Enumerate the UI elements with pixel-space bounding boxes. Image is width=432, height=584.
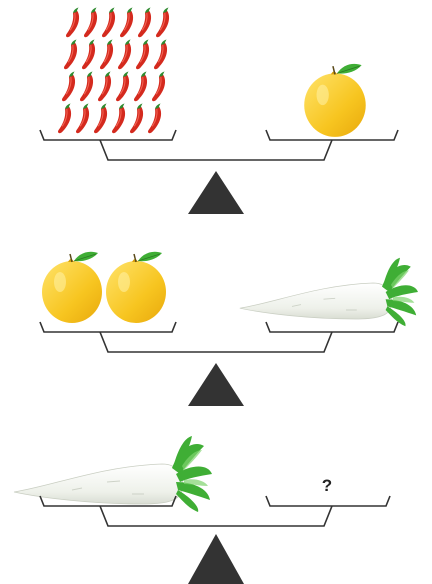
unknown-weight-question-mark: ? (321, 476, 333, 495)
balance-scale-1 (0, 0, 432, 214)
fulcrum (188, 534, 244, 584)
lemon (105, 250, 167, 324)
fulcrum (188, 171, 244, 214)
scale-frame (39, 129, 399, 161)
daikon-radish (239, 257, 419, 327)
scale-frame (39, 321, 399, 353)
fulcrum (188, 363, 244, 406)
daikon-radish (13, 435, 213, 513)
balance-scale-2 (0, 192, 432, 406)
scale-frame (39, 495, 391, 527)
balance-scale-2-drawing (39, 250, 419, 406)
lemon (41, 250, 103, 324)
balance-scale-3: ? (0, 384, 432, 584)
balance-scale-1-drawing (39, 6, 399, 214)
lemon (303, 63, 367, 138)
balance-scale-3-drawing (13, 435, 391, 584)
chili-pepper-pile (57, 6, 170, 134)
